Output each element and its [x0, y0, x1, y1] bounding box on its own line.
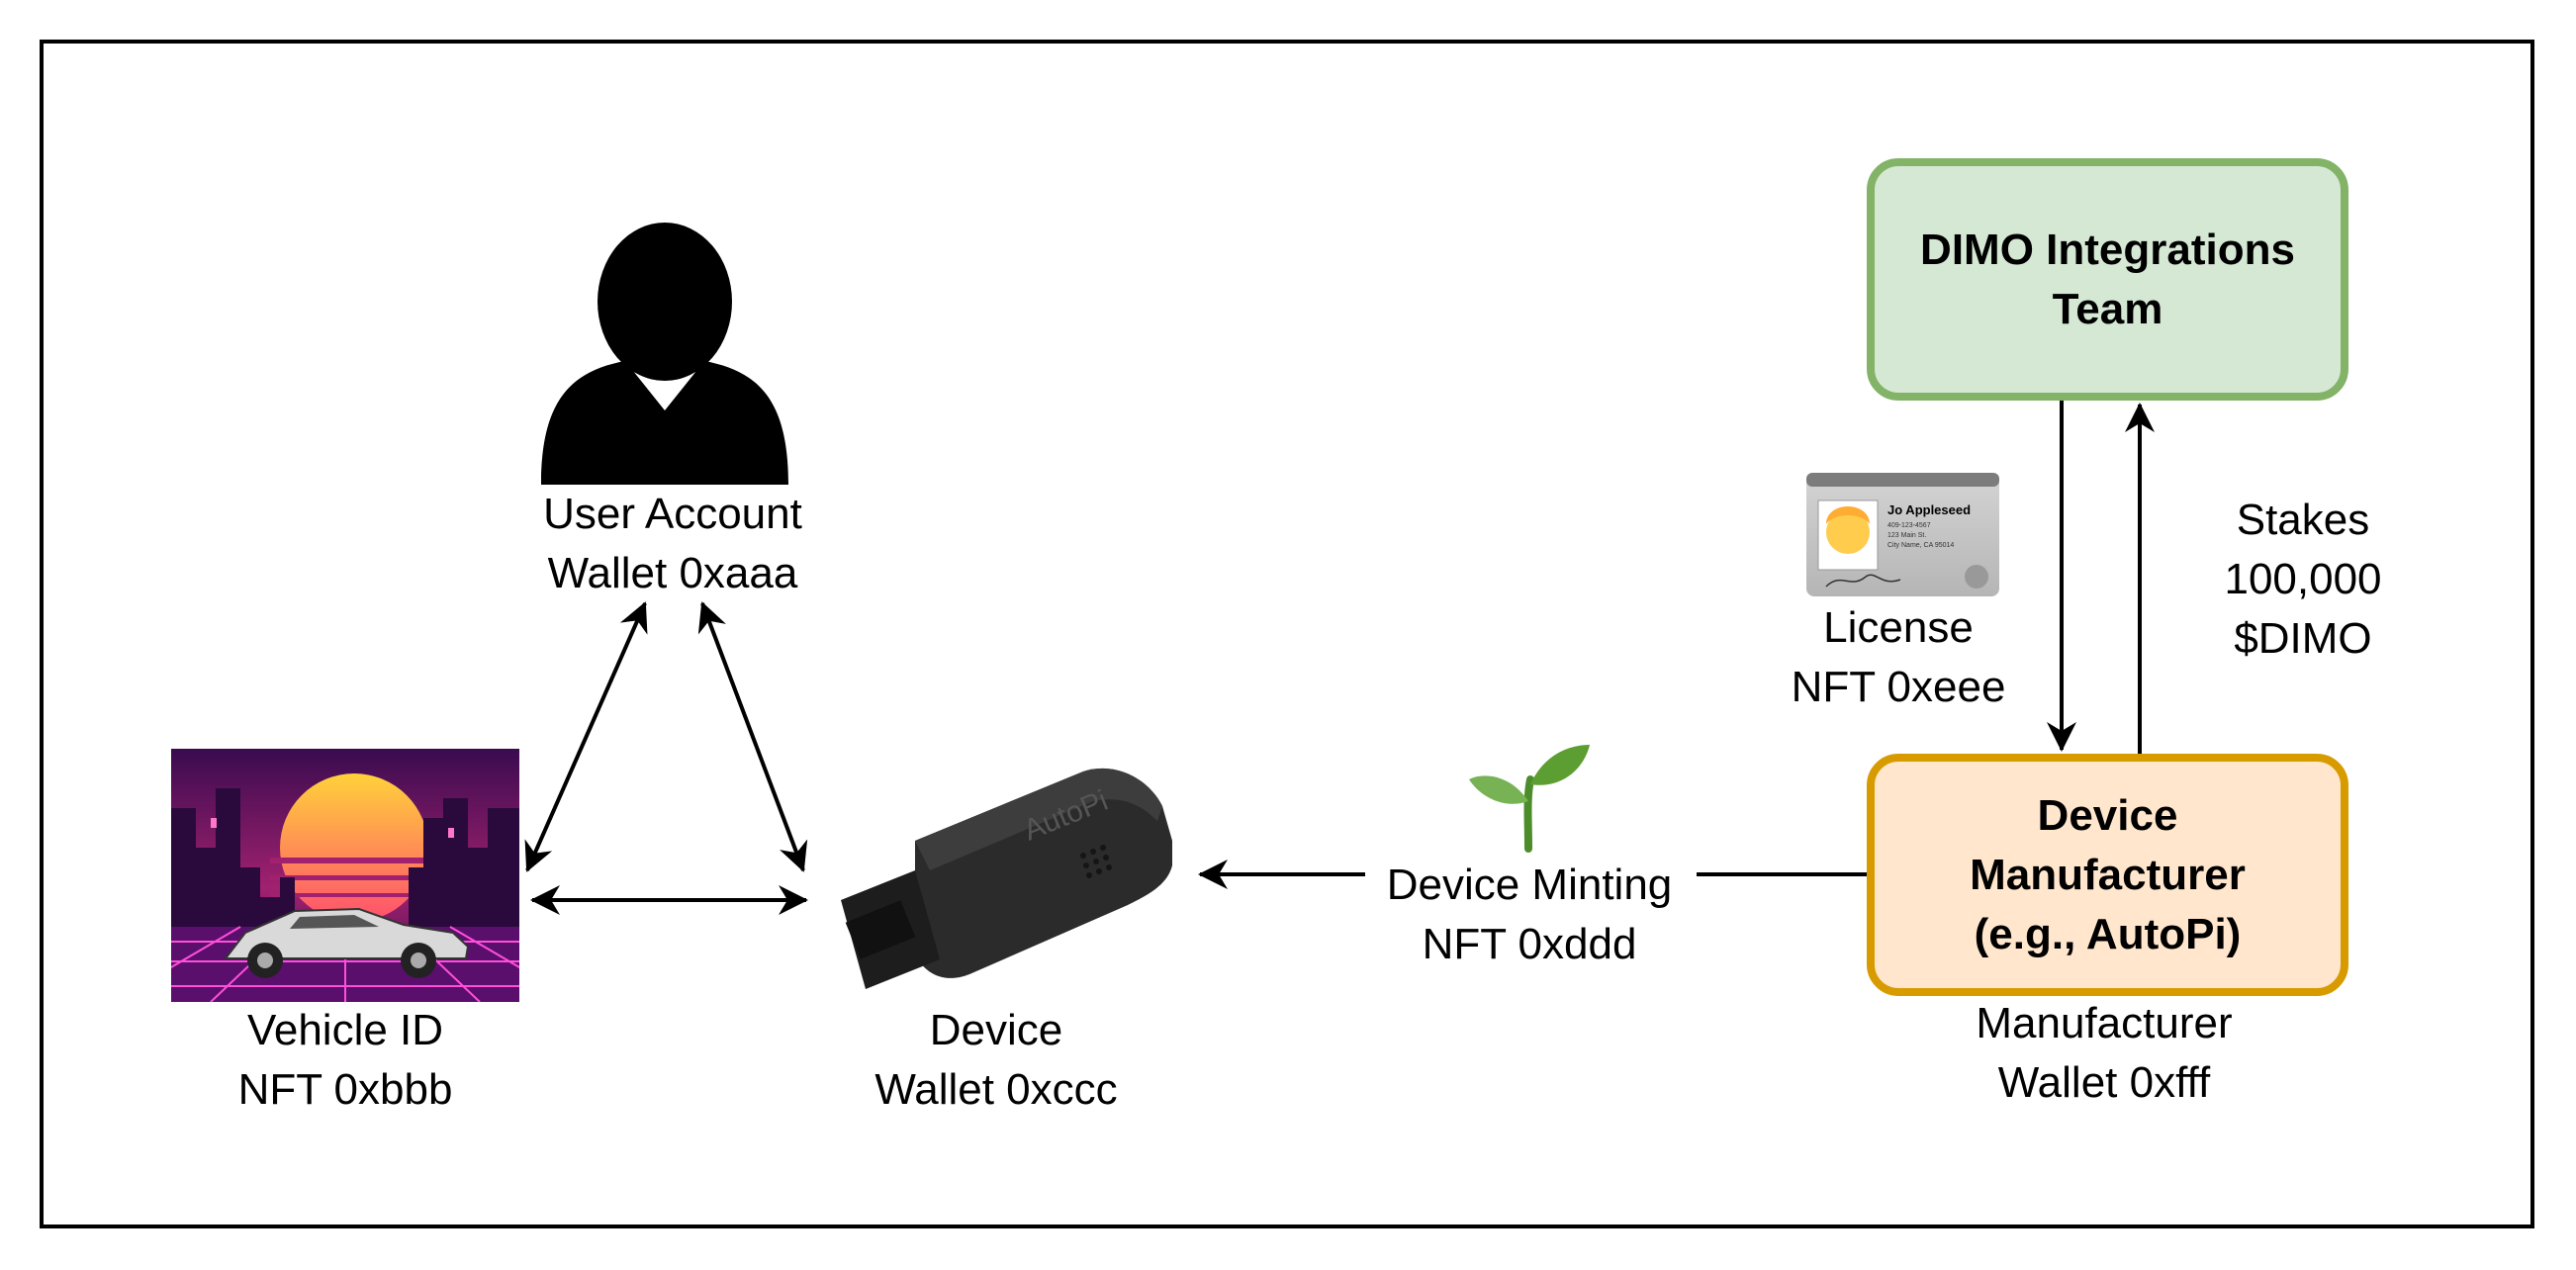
license-label: License NFT 0xeee [1791, 603, 2006, 711]
obd-dongle-icon: AutoPi [841, 768, 1172, 989]
arrow-user-vehicle [524, 601, 648, 872]
vehicle-id-label: Vehicle ID NFT 0xbbb [237, 1006, 453, 1114]
dimo-integrations-team-box: DIMO Integrations Team [1867, 158, 2348, 401]
person-silhouette-icon [541, 223, 788, 485]
card-name: Jo Appleseed [1887, 502, 1971, 517]
user-account-label: User Account Wallet 0xaaa [543, 490, 802, 597]
synthwave-car-image [171, 749, 519, 1002]
arrow-user-device [697, 601, 808, 872]
seedling-icon [1469, 745, 1590, 853]
device-minting-label: Device Minting NFT 0xddd [1386, 861, 1673, 968]
card-detail-2: 123 Main St. [1887, 532, 1926, 539]
card-detail-3: City Name, CA 95014 [1887, 542, 1954, 549]
id-card-icon: Jo Appleseed 409-123-4567 123 Main St. C… [1806, 473, 1999, 596]
stakes-label: Stakes 100,000 $DIMO [2224, 496, 2382, 663]
device-wallet-label: Device Wallet 0xccc [874, 1006, 1118, 1114]
card-detail-1: 409-123-4567 [1887, 522, 1931, 529]
diagram-frame [40, 40, 2534, 1228]
manufacturer-wallet-label: Manufacturer Wallet 0xfff [1976, 999, 2233, 1107]
device-manufacturer-box: Device Manufacturer (e.g., AutoPi) [1867, 754, 2348, 996]
